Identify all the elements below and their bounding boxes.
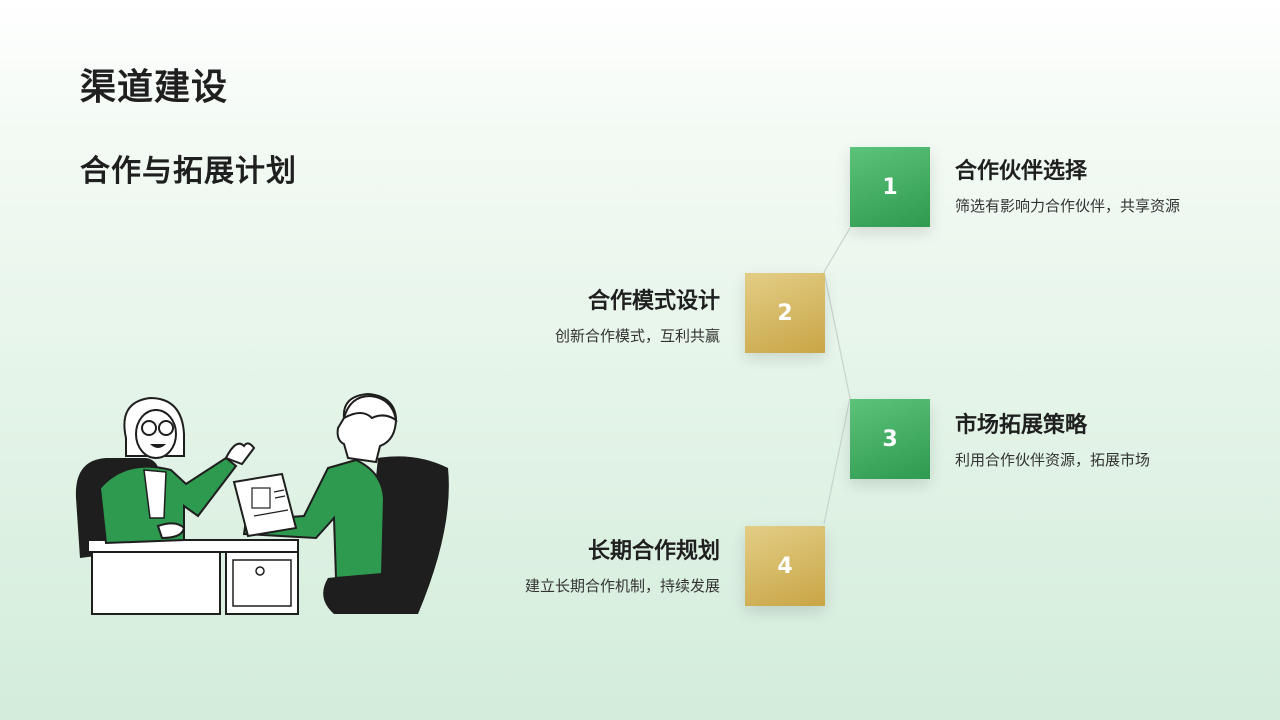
step-4-title: 长期合作规划 — [587, 539, 720, 564]
page-subtitle: 合作与拓展计划 — [80, 154, 297, 189]
step-4-number-badge: 4 — [745, 526, 825, 606]
step-2-number: 2 — [777, 300, 793, 326]
step-4-number: 4 — [777, 553, 793, 579]
step-3-number: 3 — [882, 426, 898, 452]
step-3-title: 市场拓展策略 — [955, 413, 1088, 438]
step-1-number-badge: 1 — [850, 147, 930, 227]
step-1-title: 合作伙伴选择 — [955, 159, 1088, 184]
step-1-desc: 筛选有影响力合作伙伴，共享资源 — [955, 197, 1181, 215]
business-meeting-illustration — [66, 388, 456, 618]
step-2-title: 合作模式设计 — [587, 289, 720, 314]
step-2-number-badge: 2 — [745, 273, 825, 353]
step-4-desc: 建立长期合作机制，持续发展 — [524, 577, 720, 595]
step-1-number: 1 — [882, 174, 898, 200]
step-2-desc: 创新合作模式，互利共赢 — [554, 327, 720, 345]
page-title: 渠道建设 — [80, 67, 229, 108]
step-3-desc: 利用合作伙伴资源，拓展市场 — [955, 451, 1151, 469]
step-3-number-badge: 3 — [850, 399, 930, 479]
